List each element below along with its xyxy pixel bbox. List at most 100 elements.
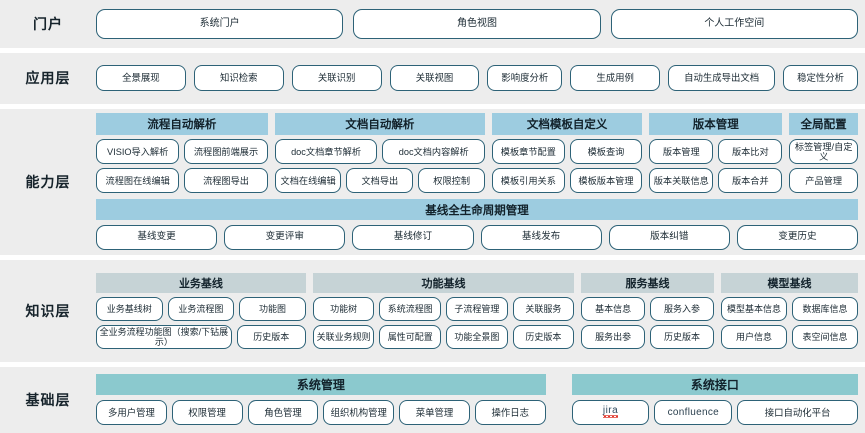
cap-item-permission-control[interactable]: 权限控制 [418,168,486,194]
cap-item-version-management[interactable]: 版本管理 [649,139,714,165]
app-item-generate-testcase[interactable]: 生成用例 [570,65,661,92]
know-item-configurable-attribute[interactable]: 属性可配置 [379,324,442,349]
group-rows: 模型基本信息 数据库信息 用户信息 表空间信息 [720,296,858,349]
group-rows: 基本信息 服务入参 服务出参 历史版本 [581,296,714,349]
layer-row-base: 基础层 系统管理 多用户管理 权限管理 角色管理 组织机构管理 菜单管理 操作日… [0,366,865,433]
group-rows: 标签管理/自定义 产品管理 [789,139,858,194]
app-item-relation-recognition[interactable]: 关联识别 [291,65,382,92]
base-item-confluence[interactable]: confluence [654,400,733,426]
band-item-baseline-release[interactable]: 基线发布 [480,225,602,251]
app-item-auto-generate-export-doc[interactable]: 自动生成导出文档 [668,65,776,92]
cap-item-doc-content-parse[interactable]: doc文档内容解析 [382,139,486,165]
capability-group-list: 流程自动解析 VISIO导入解析 流程图前端展示 流程图在线编辑 流程图导出 文… [96,113,858,194]
know-item-tablespace-info[interactable]: 表空间信息 [791,324,858,349]
app-item-knowledge-search[interactable]: 知识检索 [193,65,284,92]
base-item-jira[interactable]: jira [571,400,650,426]
know-item-history-version-service[interactable]: 历史版本 [650,324,714,349]
base-item-role-management[interactable]: 角色管理 [247,400,319,426]
know-item-function-tree[interactable]: 功能树 [312,296,375,321]
band-item-row: 基线变更 变更评审 基线修订 基线发布 版本纠错 变更历史 [96,225,859,251]
app-item-impact-analysis[interactable]: 影响度分析 [487,65,563,92]
base-item-multi-user-management[interactable]: 多用户管理 [96,400,167,426]
know-item-system-flowchart[interactable]: 系统流程图 [379,296,442,321]
cap-item-template-query[interactable]: 模板查询 [569,139,643,165]
layer-row-capability: 能力层 流程自动解析 VISIO导入解析 流程图前端展示 流程图在线编辑 流程图… [0,108,865,256]
app-item-relation-view[interactable]: 关联视图 [389,65,480,92]
know-item-user-info[interactable]: 用户信息 [720,324,787,349]
group-rows: 多用户管理 权限管理 角色管理 组织机构管理 菜单管理 操作日志 [96,400,546,426]
base-item-permission-management[interactable]: 权限管理 [171,400,243,426]
know-item-service-output-param[interactable]: 服务出参 [581,324,646,349]
band-item-change-review[interactable]: 变更评审 [224,225,346,251]
cap-item-doc-chapter-parse[interactable]: doc文档章节解析 [274,139,378,165]
cap-item-template-version-management[interactable]: 模板版本管理 [569,168,643,194]
chip-row: 全业务流程功能图（搜索/下钻展示） 历史版本 [96,324,306,349]
group-header-service-baseline: 服务基线 [581,272,714,293]
cap-item-version-relation-info[interactable]: 版本关联信息 [649,168,714,194]
know-item-related-business-rule[interactable]: 关联业务规则 [312,324,375,349]
cap-item-version-merge[interactable]: 版本合并 [718,168,783,194]
layer-label-base: 基础层 [25,391,71,408]
chip-row: 多用户管理 权限管理 角色管理 组织机构管理 菜单管理 操作日志 [96,400,546,426]
cap-item-visio-import-parse[interactable]: VISIO导入解析 [96,139,180,165]
band-header-baseline-lifecycle: 基线全生命周期管理 [96,199,858,221]
capability-group-doc-parse: 文档自动解析 doc文档章节解析 doc文档内容解析 文档在线编辑 文档导出 权… [274,113,486,194]
base-item-operation-log[interactable]: 操作日志 [474,400,546,426]
know-item-model-basic-info[interactable]: 模型基本信息 [720,296,787,321]
cap-item-flowchart-export[interactable]: 流程图导出 [184,168,268,194]
portal-item-role-view[interactable]: 角色视图 [353,8,601,39]
base-item-organization-management[interactable]: 组织机构管理 [323,400,395,426]
know-item-function-panorama[interactable]: 功能全景图 [446,324,508,349]
cap-item-flowchart-frontend-display[interactable]: 流程图前端展示 [184,139,268,165]
chip-row: 文档在线编辑 文档导出 权限控制 [274,168,486,194]
group-header-version-management: 版本管理 [649,113,783,136]
chip-row: VISIO导入解析 流程图前端展示 [96,139,268,165]
know-item-basic-info[interactable]: 基本信息 [581,296,646,321]
chip-row: 模板引用关系 模板版本管理 [492,168,643,194]
confluence-logo-text: confluence [667,407,719,419]
knowledge-group-function-baseline: 功能基线 功能树 系统流程图 子流程管理 关联服务 关联业务规则 属性可配置 功… [312,272,575,349]
know-item-service-input-param[interactable]: 服务入参 [650,296,714,321]
cap-item-flowchart-online-edit[interactable]: 流程图在线编辑 [96,168,180,194]
capability-group-doc-template: 文档模板自定义 模板章节配置 模板查询 模板引用关系 模板版本管理 [492,113,643,194]
know-item-database-info[interactable]: 数据库信息 [791,296,858,321]
cap-item-template-reference-relation[interactable]: 模板引用关系 [492,168,565,194]
know-item-business-baseline-tree[interactable]: 业务基线树 [96,296,163,321]
app-item-panorama[interactable]: 全景展现 [96,65,186,92]
group-header-global-config: 全局配置 [789,113,858,136]
layer-label-capability: 能力层 [25,173,71,190]
chip-row: 产品管理 [789,168,858,194]
app-item-stability-analysis[interactable]: 稳定性分析 [783,65,859,92]
portal-item-personal-workspace[interactable]: 个人工作空间 [610,8,858,39]
know-item-related-service[interactable]: 关联服务 [512,296,575,321]
layer-body-knowledge: 业务基线 业务基线树 业务流程图 功能图 全业务流程功能图（搜索/下钻展示） 历… [96,272,865,349]
cap-item-template-chapter-config[interactable]: 模板章节配置 [492,139,565,165]
know-item-subprocess-management[interactable]: 子流程管理 [446,296,508,321]
know-item-history-version-business[interactable]: 历史版本 [236,324,306,349]
group-header-system-interface: 系统接口 [571,374,858,396]
band-item-version-correction[interactable]: 版本纠错 [608,225,730,251]
know-item-business-flowchart[interactable]: 业务流程图 [167,296,235,321]
band-item-change-history[interactable]: 变更历史 [736,225,859,251]
band-item-baseline-change[interactable]: 基线变更 [96,225,218,251]
cap-item-product-management[interactable]: 产品管理 [789,168,858,194]
chip-row: 业务基线树 业务流程图 功能图 [96,296,306,321]
cap-item-version-compare[interactable]: 版本比对 [718,139,783,165]
chip-row: 流程图在线编辑 流程图导出 [96,168,268,194]
layer-row-application: 应用层 全景展现 知识检索 关联识别 关联视图 影响度分析 生成用例 自动生成导… [0,52,865,104]
know-item-function-diagram[interactable]: 功能图 [239,296,306,321]
chip-row: 服务出参 历史版本 [581,324,714,349]
group-header-process-parse: 流程自动解析 [96,113,268,136]
cap-item-doc-export[interactable]: 文档导出 [346,168,414,194]
row-divider [0,255,865,260]
base-item-menu-management[interactable]: 菜单管理 [399,400,470,426]
know-item-full-business-process-function-diagram[interactable]: 全业务流程功能图（搜索/下钻展示） [96,324,232,349]
know-item-history-version-function[interactable]: 历史版本 [512,324,575,349]
portal-item-system-portal[interactable]: 系统门户 [96,8,344,39]
group-rows: 版本管理 版本比对 版本关联信息 版本合并 [649,139,783,194]
base-item-interface-automation-platform[interactable]: 接口自动化平台 [737,400,858,426]
cap-item-doc-online-edit[interactable]: 文档在线编辑 [274,168,342,194]
band-item-baseline-revision[interactable]: 基线修订 [352,225,474,251]
cap-item-tag-management-custom[interactable]: 标签管理/自定义 [789,139,858,165]
layer-body-base: 系统管理 多用户管理 权限管理 角色管理 组织机构管理 菜单管理 操作日志 系 [96,374,865,426]
